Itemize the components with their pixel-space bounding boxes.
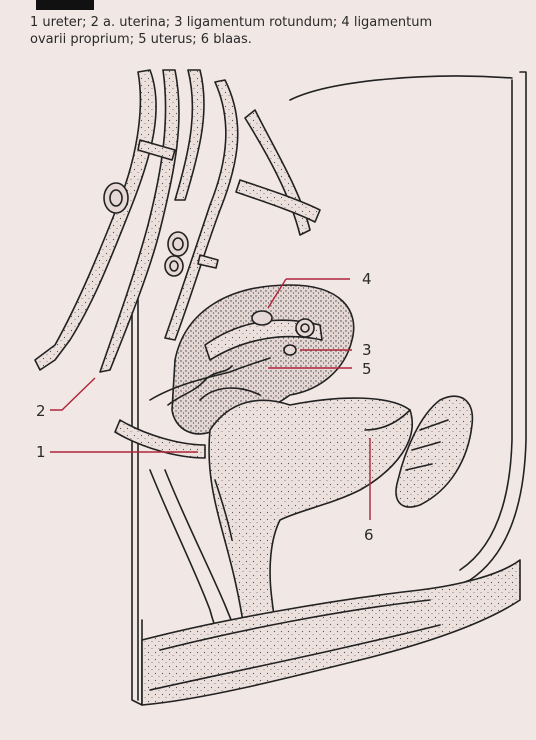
label-5: 5 xyxy=(362,360,372,378)
label-3: 3 xyxy=(362,341,372,359)
label-6: 6 xyxy=(364,526,374,544)
label-2: 2 xyxy=(36,402,46,420)
vessel-cross-section xyxy=(104,183,128,213)
label-4: 4 xyxy=(362,270,372,288)
label-1: 1 xyxy=(36,443,46,461)
leader-2 xyxy=(50,378,95,410)
ovary-follicle xyxy=(252,311,272,325)
